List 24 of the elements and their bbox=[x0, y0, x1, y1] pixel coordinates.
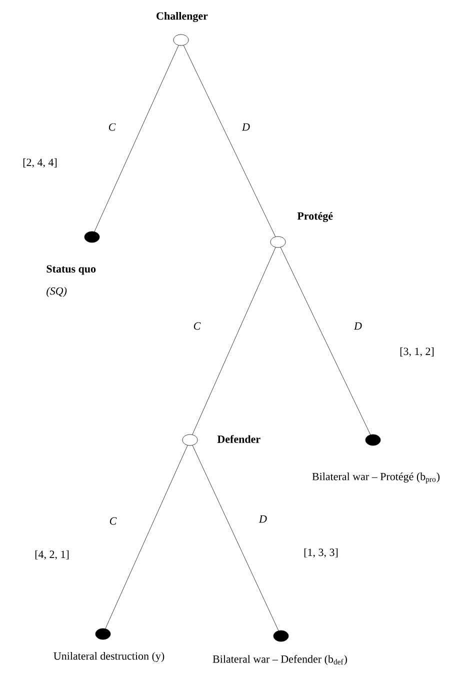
payoff-label: [4, 2, 1] bbox=[35, 550, 69, 560]
node-label: Status quo bbox=[46, 265, 96, 275]
node-label: Unilateral destruction (y) bbox=[54, 652, 164, 662]
node-label: Bilateral war – Defender (b$_{def}$) bbox=[212, 654, 347, 666]
node-label: Bilateral war – Protégé (b$_{pro}$) bbox=[312, 472, 440, 484]
edge-label: C bbox=[107, 122, 117, 132]
payoff-label: [1, 3, 3] bbox=[304, 548, 338, 558]
branch-line bbox=[105, 445, 188, 629]
branch-line bbox=[192, 247, 276, 435]
branch-line bbox=[192, 445, 279, 631]
payoff-label: [2, 4, 4] bbox=[23, 158, 57, 168]
node-label: Defender bbox=[217, 435, 260, 443]
edge-label: D bbox=[241, 122, 251, 132]
payoff-label: [3, 1, 2] bbox=[400, 347, 434, 357]
edge-label: D bbox=[258, 514, 268, 524]
node-label: Challenger bbox=[156, 12, 208, 22]
edge-label: D bbox=[353, 321, 363, 331]
branch-line bbox=[94, 45, 179, 232]
node-label: (SQ) bbox=[46, 287, 67, 297]
node-label: Protégé bbox=[297, 212, 333, 222]
branch-line bbox=[183, 45, 276, 237]
edge-label: C bbox=[192, 321, 202, 331]
branch-line bbox=[280, 247, 371, 435]
edge-label: C bbox=[108, 516, 118, 526]
